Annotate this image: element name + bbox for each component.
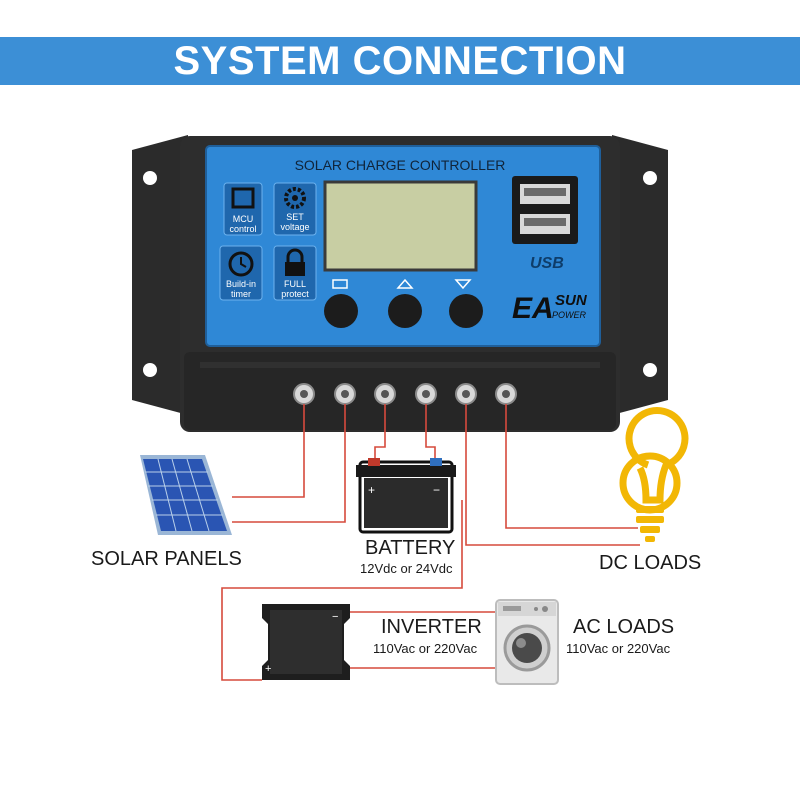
ac-loads-label: AC LOADS: [573, 616, 675, 638]
easun-logo: EA SUN POWER: [512, 292, 588, 325]
gear-icon: [284, 187, 306, 209]
feature-label: FULL: [284, 279, 306, 289]
feature-label: voltage: [280, 222, 309, 232]
controller-heading: SOLAR CHARGE CONTROLLER: [295, 157, 506, 173]
feature-label: timer: [231, 289, 251, 299]
inverter-minus-sign: −: [332, 611, 338, 623]
menu-button: [324, 294, 358, 328]
menu-button-glyph: [332, 279, 348, 289]
terminal-screw: [374, 383, 396, 405]
wire-battery-to-inverter: [221, 500, 463, 681]
wiring: [221, 404, 640, 681]
mounting-flange-right: [612, 135, 668, 415]
lock-icon: [286, 248, 304, 262]
clock-icon: [228, 251, 254, 277]
usb-ports: USB: [512, 176, 578, 272]
battery-spec: 12Vdc or 24Vdc: [360, 561, 453, 576]
wire-battery-negative: [425, 404, 436, 462]
terminal-screw: [293, 383, 315, 405]
mount-hole-right: [643, 171, 657, 185]
screw-terminals: [293, 383, 517, 405]
inverter-icon: + −: [262, 604, 350, 680]
inverter-plus-sign: +: [265, 663, 271, 675]
wire-solar-positive: [232, 404, 305, 498]
banner-title: SYSTEM CONNECTION: [173, 39, 627, 83]
ac-loads-spec: 110Vac or 220Vac: [566, 641, 671, 656]
light-bulb-icon: [619, 406, 689, 542]
inverter-spec: 110Vac or 220Vac: [373, 641, 478, 656]
terminal-screw: [415, 383, 437, 405]
mount-hole-left: [143, 171, 157, 185]
feature-label: protect: [281, 289, 309, 299]
battery-plus-sign: +: [368, 483, 375, 497]
down-button: [449, 294, 483, 328]
svg-text:EA: EA: [512, 292, 554, 325]
mounting-flange-left: [132, 135, 188, 415]
control-buttons: [324, 278, 483, 328]
solar-panel-icon: [140, 455, 232, 535]
feature-label: SET: [286, 212, 304, 222]
wire-dc-load-negative: [505, 404, 638, 529]
wire-solar-negative: [232, 404, 346, 523]
washing-machine-icon: [495, 599, 559, 685]
terminal-screw: [455, 383, 477, 405]
terminal-screw: [495, 383, 517, 405]
usb-label: USB: [530, 255, 564, 272]
title-banner: [0, 37, 800, 85]
battery-label: BATTERY: [365, 537, 456, 559]
terminal-block: [184, 352, 616, 430]
down-button-glyph: [454, 279, 472, 290]
feature-label: control: [229, 224, 256, 234]
battery-minus-sign: −: [433, 483, 440, 497]
feature-label: MCU: [233, 214, 254, 224]
svg-text:POWER: POWER: [552, 310, 587, 320]
battery-icon: + −: [356, 458, 456, 534]
up-button-glyph: [396, 278, 414, 289]
svg-text:SUN: SUN: [555, 292, 588, 309]
lcd-display: [323, 180, 478, 272]
chip-icon: [231, 187, 255, 209]
terminal-screw: [334, 383, 356, 405]
wire-dc-load-positive: [465, 404, 640, 546]
feature-mcu-control: MCU control: [223, 182, 263, 236]
inverter-label: INVERTER: [381, 616, 482, 638]
solar-panels-label: SOLAR PANELS: [91, 548, 242, 570]
dc-loads-label: DC LOADS: [599, 552, 702, 574]
feature-build-in-timer: Build-in timer: [219, 245, 263, 301]
feature-full-protect: FULL protect: [273, 245, 317, 301]
feature-label: Build-in: [226, 279, 256, 289]
up-button: [388, 294, 422, 328]
feature-set-voltage: SET voltage: [273, 182, 317, 236]
wire-battery-positive: [374, 404, 386, 462]
solar-charge-controller: MCU control SET voltage Build-in timer: [132, 135, 668, 432]
